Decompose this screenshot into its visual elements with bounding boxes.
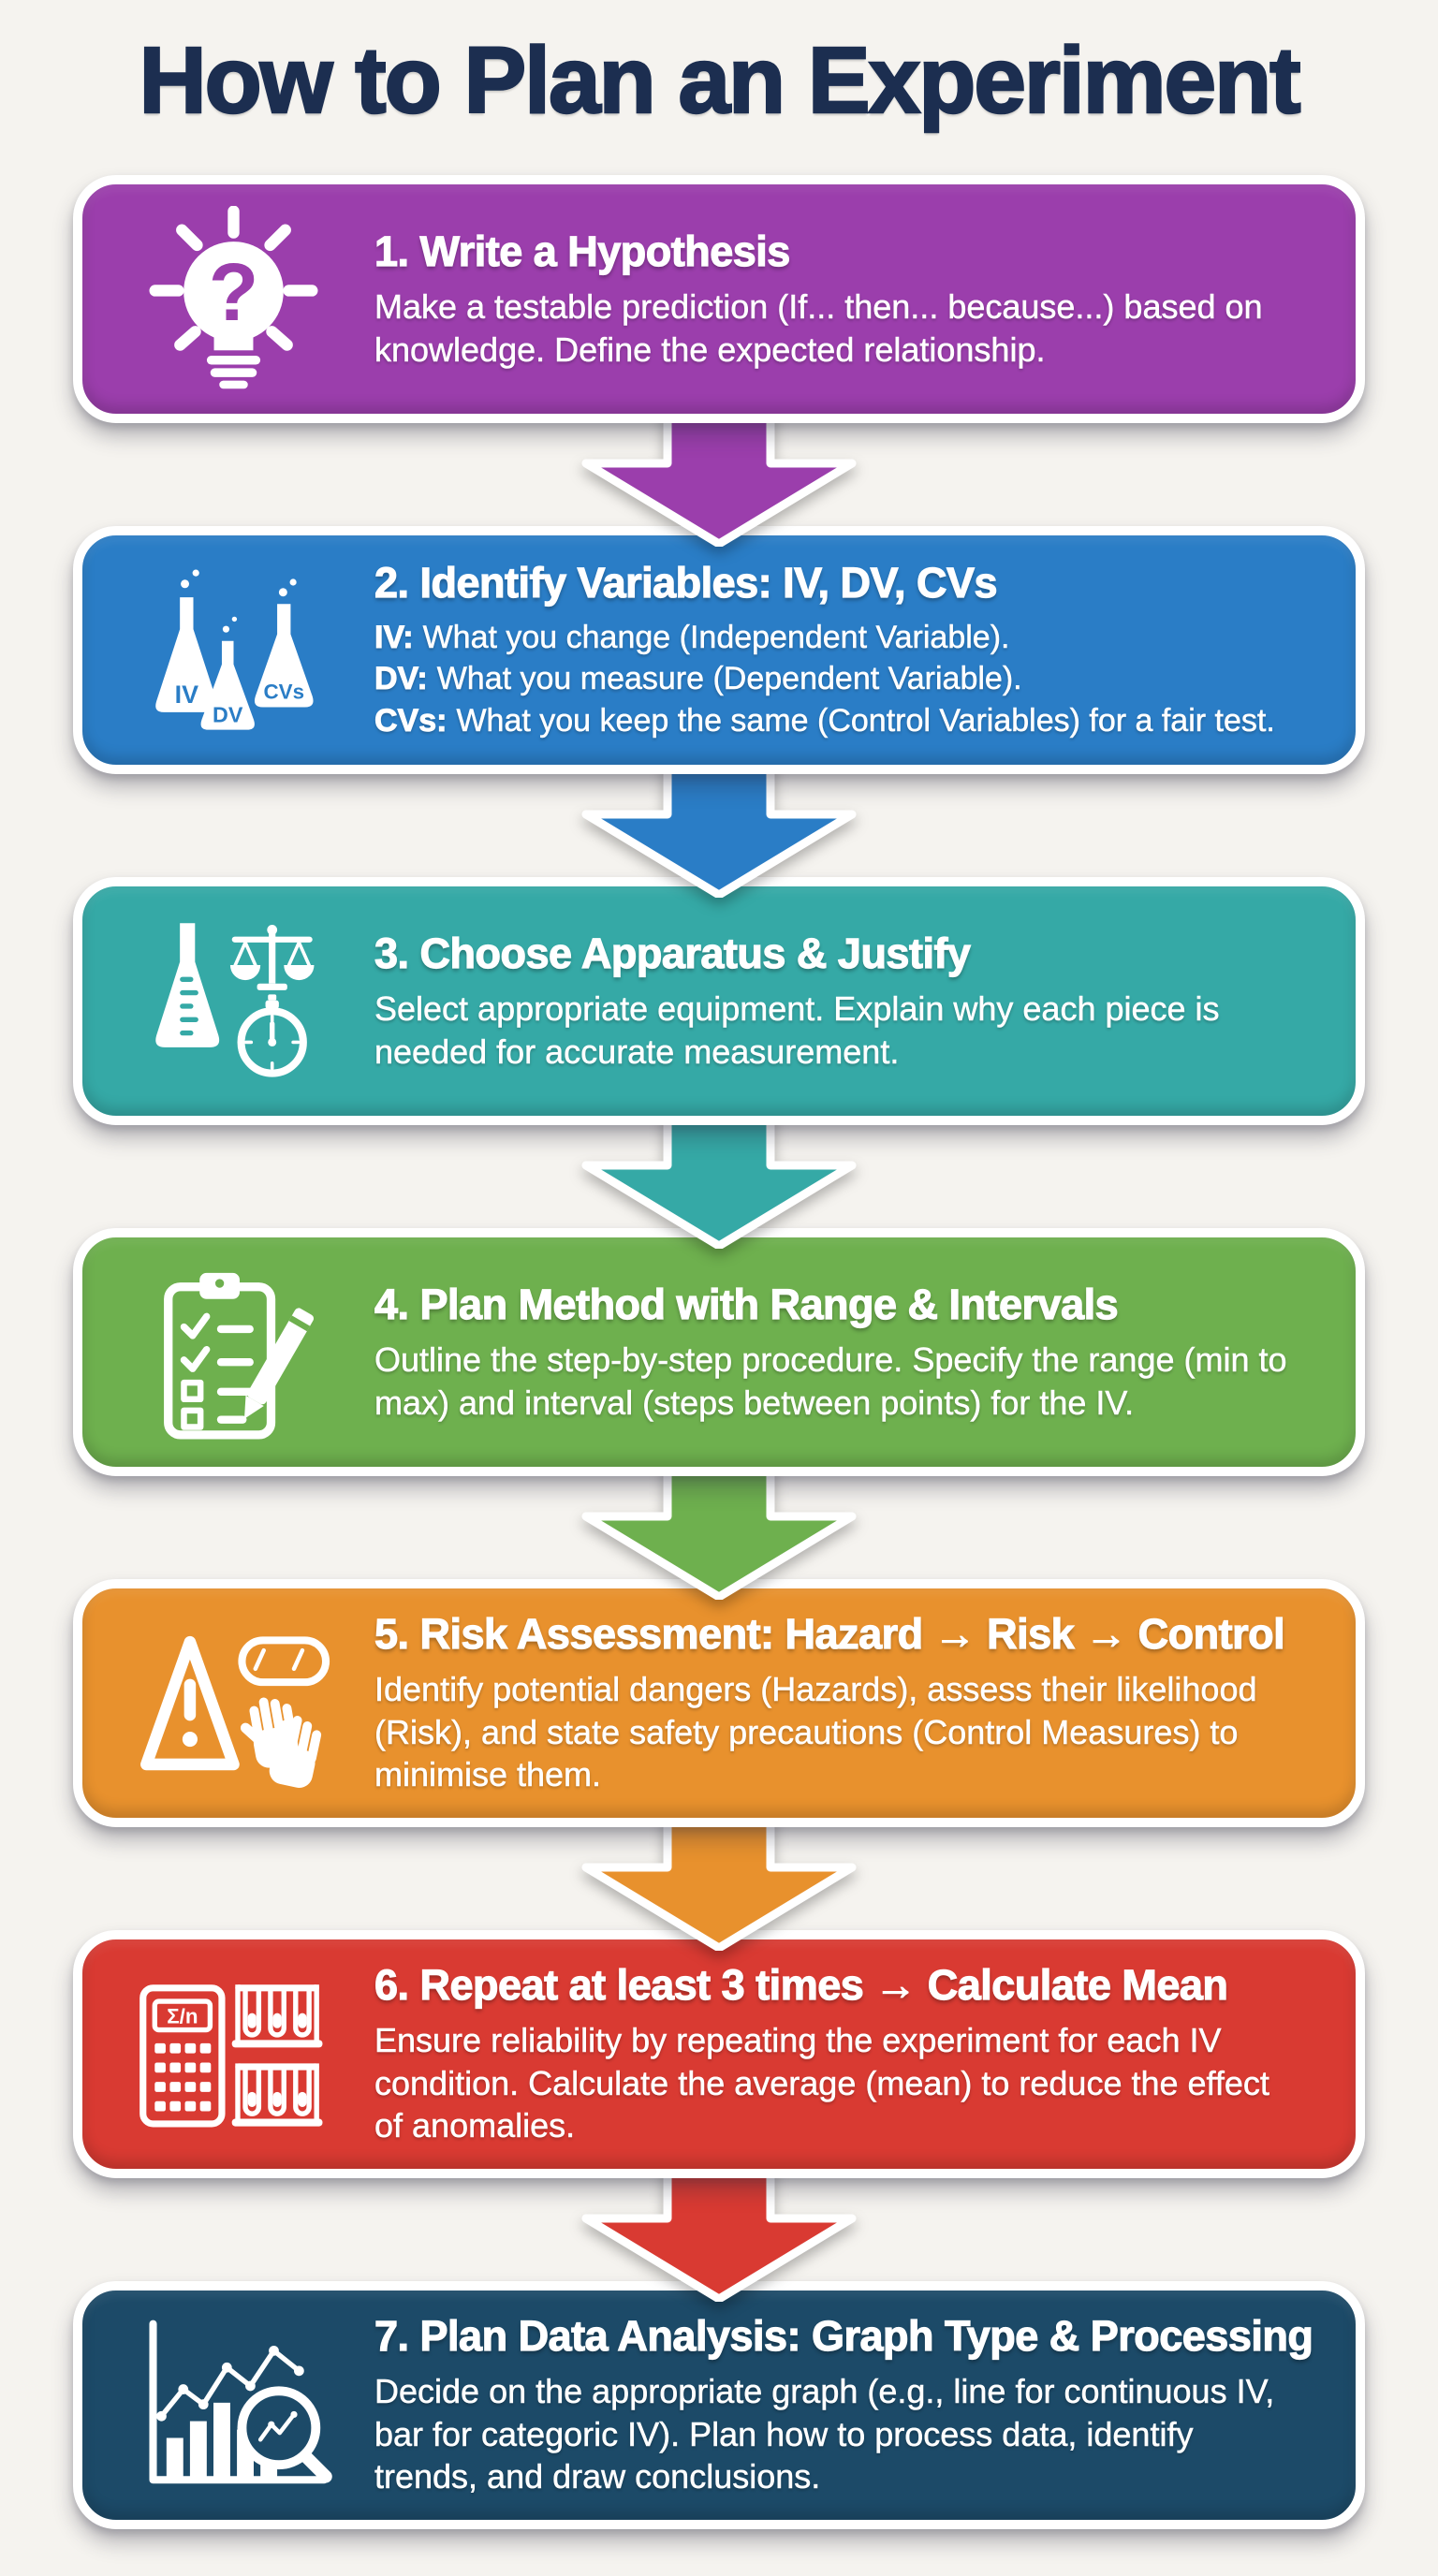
step-card-7: 7. Plan Data Analysis: Graph Type & Proc… [73, 2281, 1365, 2529]
steps-flow: ? 1. Write a Hypothesis Make a testable … [73, 175, 1365, 2529]
step-4-icon-wrap [116, 1259, 350, 1446]
step-body: IV:What you change (Independent Variable… [374, 620, 1275, 739]
step-1-icon-wrap: ? [116, 205, 350, 393]
step-body: Outline the step-by-step procedure. Spec… [374, 1339, 1287, 1422]
down-arrow-icon [581, 404, 857, 547]
step-card-4: 4. Plan Method with Range & Intervals Ou… [73, 1228, 1365, 1476]
step-2-icon-wrap: IV DV CVs [116, 557, 350, 744]
step-card-2: IV DV CVs 2. Identify Variables: IV, DV,… [73, 526, 1365, 774]
hazard-triangle-goggles-gloves-icon [139, 1635, 330, 1788]
page-title: How to Plan an Experiment [138, 28, 1302, 133]
step-body: Identify potential dangers (Hazards), as… [374, 1669, 1257, 1794]
step-card-3: 3. Choose Apparatus & Justify Select app… [73, 877, 1365, 1125]
step-title: 6. Repeat at least 3 times → Calculate M… [374, 1960, 1228, 2009]
step-title: 5. Risk Assessment: Hazard → Risk → Cont… [374, 1609, 1285, 1658]
down-arrow-3 [73, 1106, 1365, 1249]
graph-analysis-magnifier-icon [148, 2320, 332, 2483]
clipboard-checklist-pencil-icon [163, 1272, 314, 1440]
svg-text:IV: IV [174, 680, 198, 708]
down-arrow-icon [581, 1457, 857, 1600]
step-card-1: ? 1. Write a Hypothesis Make a testable … [73, 175, 1365, 423]
step-title: 3. Choose Apparatus & Justify [374, 929, 971, 977]
down-arrow-icon [581, 2159, 857, 2302]
step-body: Make a testable prediction (If... then..… [374, 286, 1263, 369]
step-body: Decide on the appropriate graph (e.g., l… [374, 2371, 1275, 2496]
down-arrow-4 [73, 1457, 1365, 1600]
step-3-icon-wrap [116, 908, 350, 1095]
down-arrow-5 [73, 1808, 1365, 1951]
step-title: 1. Write a Hypothesis [374, 227, 791, 275]
down-arrow-6 [73, 2159, 1365, 2302]
step-title: 2. Identify Variables: IV, DV, CVs [374, 559, 998, 607]
step-7-icon-wrap [116, 2312, 350, 2499]
flasks-iv-dv-cvs-icon: IV DV CVs [154, 569, 314, 730]
step-6-icon-wrap: Σ/n [116, 1961, 350, 2148]
svg-text:?: ? [208, 245, 258, 337]
calculator-mean-test-tubes-icon: Σ/n [139, 1983, 322, 2127]
down-arrow-icon [581, 1808, 857, 1951]
down-arrow-icon [581, 1106, 857, 1249]
step-card-6: Σ/n [73, 1930, 1365, 2178]
flask-balance-stopwatch-icon [154, 922, 314, 1077]
svg-text:DV: DV [213, 702, 243, 726]
down-arrow-1 [73, 404, 1365, 547]
step-title: 4. Plan Method with Range & Intervals [374, 1280, 1119, 1328]
svg-text:CVs: CVs [263, 680, 304, 703]
svg-text:Σ/n: Σ/n [167, 2004, 198, 2027]
step-card-5: 5. Risk Assessment: Hazard → Risk → Cont… [73, 1579, 1365, 1827]
down-arrow-icon [581, 755, 857, 898]
lightbulb-question-icon: ? [149, 205, 317, 388]
down-arrow-2 [73, 755, 1365, 898]
step-body: Ensure reliability by repeating the expe… [374, 2020, 1269, 2145]
step-5-icon-wrap [116, 1610, 350, 1797]
step-body: Select appropriate equipment. Explain wh… [374, 988, 1220, 1071]
step-title: 7. Plan Data Analysis: Graph Type & Proc… [374, 2311, 1313, 2360]
